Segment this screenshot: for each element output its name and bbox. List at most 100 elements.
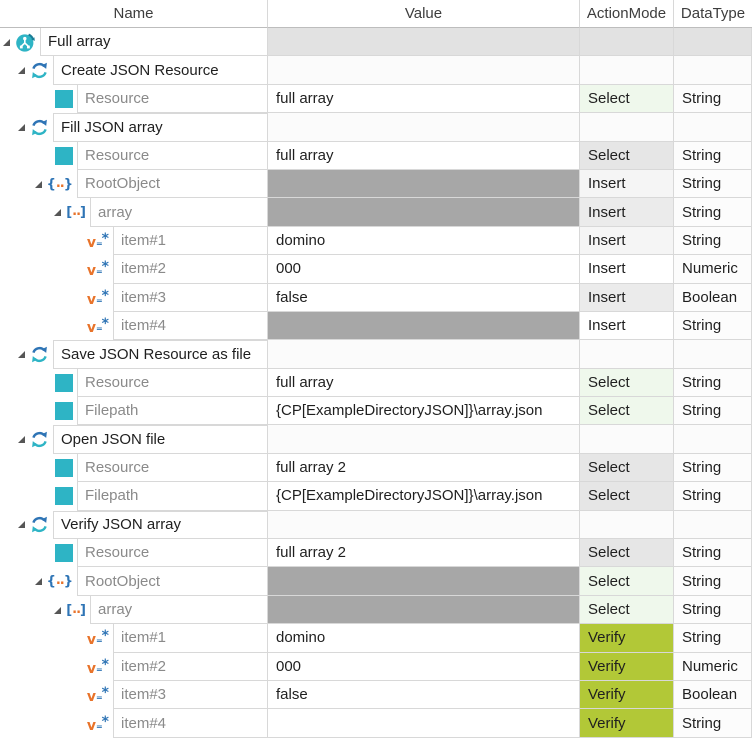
expander-icon[interactable] <box>3 38 10 46</box>
column-header-datatype[interactable]: DataType <box>673 0 752 28</box>
datatype-cell[interactable]: String <box>673 141 752 170</box>
name-cell[interactable]: Filepath <box>77 482 267 511</box>
datatype-cell[interactable] <box>673 425 752 454</box>
actionmode-cell[interactable]: Select <box>579 539 673 568</box>
actionmode-cell[interactable] <box>579 425 673 454</box>
actionmode-cell[interactable]: Select <box>579 397 673 426</box>
value-cell[interactable]: full array <box>267 84 579 114</box>
name-cell[interactable]: Full array <box>40 28 267 57</box>
name-cell[interactable]: Resource <box>77 368 267 398</box>
value-cell[interactable] <box>267 198 579 227</box>
datatype-cell[interactable]: String <box>673 368 752 398</box>
datatype-cell[interactable]: String <box>673 169 752 199</box>
value-cell[interactable]: false <box>267 680 579 710</box>
value-cell[interactable] <box>267 595 579 625</box>
datatype-cell[interactable]: String <box>673 539 752 568</box>
expander-icon[interactable] <box>18 123 25 131</box>
name-cell[interactable]: item#2 <box>113 255 267 284</box>
actionmode-cell[interactable]: Insert <box>579 283 673 312</box>
name-cell[interactable]: Resource <box>77 141 267 170</box>
datatype-cell[interactable]: String <box>673 397 752 426</box>
value-cell[interactable] <box>267 28 579 57</box>
datatype-cell[interactable]: String <box>673 84 752 114</box>
column-header-actionmode[interactable]: ActionMode <box>579 0 673 28</box>
name-cell[interactable]: RootObject <box>77 567 267 596</box>
value-cell[interactable]: {CP[ExampleDirectoryJSON]}\array.json <box>267 482 579 511</box>
actionmode-cell[interactable]: Insert <box>579 198 673 227</box>
actionmode-cell[interactable]: Select <box>579 595 673 625</box>
name-cell[interactable]: Resource <box>77 453 267 483</box>
actionmode-cell[interactable]: Select <box>579 368 673 398</box>
datatype-cell[interactable]: Boolean <box>673 283 752 312</box>
actionmode-cell[interactable]: Verify <box>579 709 673 738</box>
value-cell[interactable]: 000 <box>267 255 579 284</box>
value-cell[interactable] <box>267 340 579 369</box>
value-cell[interactable]: full array 2 <box>267 453 579 483</box>
value-cell[interactable]: 000 <box>267 652 579 681</box>
name-cell[interactable]: array <box>90 198 267 227</box>
actionmode-cell[interactable]: Verify <box>579 652 673 681</box>
name-cell[interactable]: Create JSON Resource <box>53 56 267 85</box>
value-cell[interactable] <box>267 567 579 596</box>
actionmode-cell[interactable] <box>579 56 673 85</box>
name-cell[interactable]: item#4 <box>113 311 267 341</box>
name-cell[interactable]: item#2 <box>113 652 267 681</box>
name-cell[interactable]: item#3 <box>113 283 267 312</box>
actionmode-cell[interactable]: Verify <box>579 680 673 710</box>
name-cell[interactable]: array <box>90 595 267 625</box>
expander-icon[interactable] <box>18 67 25 75</box>
expander-icon[interactable] <box>54 209 62 217</box>
value-cell[interactable] <box>267 425 579 454</box>
datatype-cell[interactable]: String <box>673 595 752 625</box>
value-cell[interactable] <box>267 169 579 199</box>
actionmode-cell[interactable]: Select <box>579 141 673 170</box>
datatype-cell[interactable]: Boolean <box>673 680 752 710</box>
value-cell[interactable]: full array 2 <box>267 539 579 568</box>
actionmode-cell[interactable]: Select <box>579 482 673 511</box>
actionmode-cell[interactable]: Select <box>579 453 673 483</box>
actionmode-cell[interactable]: Verify <box>579 624 673 653</box>
actionmode-cell[interactable]: Insert <box>579 255 673 284</box>
datatype-cell[interactable]: Numeric <box>673 255 752 284</box>
name-cell[interactable]: item#3 <box>113 680 267 710</box>
actionmode-cell[interactable] <box>579 113 673 142</box>
name-cell[interactable]: item#1 <box>113 624 267 653</box>
actionmode-cell[interactable] <box>579 28 673 57</box>
actionmode-cell[interactable]: Insert <box>579 311 673 341</box>
name-cell[interactable]: RootObject <box>77 169 267 199</box>
value-cell[interactable] <box>267 56 579 85</box>
actionmode-cell[interactable]: Insert <box>579 226 673 256</box>
actionmode-cell[interactable] <box>579 510 673 540</box>
datatype-cell[interactable]: String <box>673 567 752 596</box>
datatype-cell[interactable] <box>673 113 752 142</box>
name-cell[interactable]: Save JSON Resource as file <box>53 340 267 369</box>
datatype-cell[interactable]: String <box>673 482 752 511</box>
name-cell[interactable]: Open JSON file <box>53 425 267 454</box>
datatype-cell[interactable] <box>673 28 752 57</box>
actionmode-cell[interactable] <box>579 340 673 369</box>
value-cell[interactable]: domino <box>267 624 579 653</box>
datatype-cell[interactable]: String <box>673 624 752 653</box>
datatype-cell[interactable]: String <box>673 709 752 738</box>
actionmode-cell[interactable]: Select <box>579 84 673 114</box>
value-cell[interactable] <box>267 113 579 142</box>
datatype-cell[interactable] <box>673 340 752 369</box>
datatype-cell[interactable]: String <box>673 198 752 227</box>
value-cell[interactable]: full array <box>267 141 579 170</box>
value-cell[interactable]: domino <box>267 226 579 256</box>
datatype-cell[interactable] <box>673 56 752 85</box>
name-cell[interactable]: Resource <box>77 539 267 568</box>
name-cell[interactable]: Verify JSON array <box>53 510 267 540</box>
value-cell[interactable] <box>267 510 579 540</box>
value-cell[interactable] <box>267 311 579 341</box>
datatype-cell[interactable]: String <box>673 453 752 483</box>
value-cell[interactable]: false <box>267 283 579 312</box>
column-header-name[interactable]: Name <box>0 0 267 28</box>
expander-icon[interactable] <box>54 606 62 614</box>
value-cell[interactable]: {CP[ExampleDirectoryJSON]}\array.json <box>267 397 579 426</box>
expander-icon[interactable] <box>18 521 25 529</box>
expander-icon[interactable] <box>34 578 42 586</box>
name-cell[interactable]: item#4 <box>113 709 267 738</box>
expander-icon[interactable] <box>34 180 42 188</box>
name-cell[interactable]: Fill JSON array <box>53 113 267 142</box>
